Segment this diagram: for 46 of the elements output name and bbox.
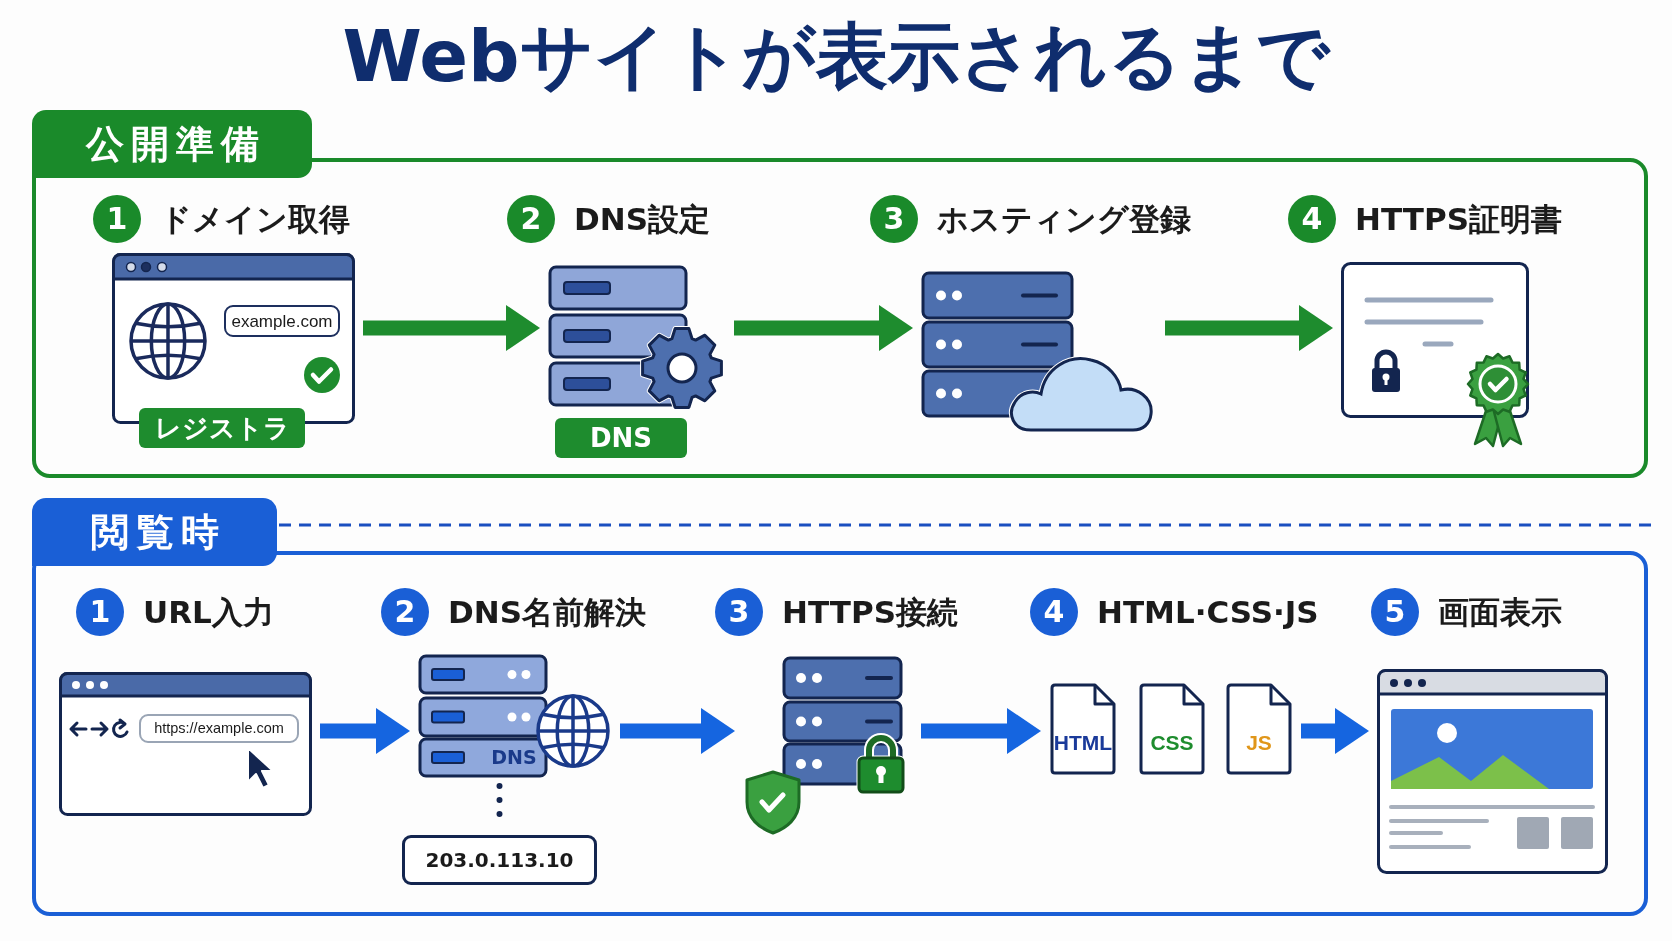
section-panel [32, 110, 1648, 478]
number-circle: 5 [1371, 588, 1419, 636]
arrow [320, 708, 410, 754]
title: Webサイトが表示されるまで [342, 14, 1330, 98]
section-panel [32, 498, 1648, 916]
number-circle: 4 [1288, 195, 1336, 243]
file-document [1138, 682, 1206, 775]
server-with-gear [548, 265, 726, 411]
step-title: HTTPS証明書 [1355, 201, 1562, 237]
number-circle: 2 [507, 195, 555, 243]
section-tab: 閲覧時 [32, 498, 277, 566]
server-label: DNS [490, 745, 538, 770]
number-circle: 1 [93, 195, 141, 243]
browser-window [59, 672, 312, 816]
file-type-label: HTML [1052, 729, 1114, 756]
arrow [921, 708, 1041, 754]
arrow [620, 708, 735, 754]
step-title: 画面表示 [1438, 594, 1562, 630]
file-document [1049, 682, 1117, 775]
server-with-globe [418, 654, 612, 778]
step-title: HTTPS接続 [782, 594, 958, 630]
step-title: ドメイン取得 [160, 201, 350, 237]
arrow [1301, 708, 1369, 754]
number-circle: 1 [76, 588, 124, 636]
label-tag: DNS [555, 418, 687, 458]
file-type-label: JS [1245, 729, 1273, 756]
web-page-window [1377, 669, 1608, 874]
file-type-label: CSS [1149, 729, 1195, 756]
number-circle: 3 [715, 588, 763, 636]
step-title: DNS設定 [574, 201, 710, 237]
file-document [1225, 682, 1293, 775]
number-circle: 2 [381, 588, 429, 636]
domain-box: example.com [224, 305, 340, 337]
label-tag: レジストラ [139, 408, 305, 448]
ip-address-box: 203.0.113.10 [402, 835, 597, 885]
step-title: URL入力 [143, 594, 274, 630]
step-title: HTML·CSS·JS [1097, 594, 1319, 630]
arrow [363, 305, 540, 351]
step-title: ホスティング登録 [937, 201, 1191, 237]
section-tab: 公開準備 [32, 110, 312, 178]
number-circle: 4 [1030, 588, 1078, 636]
number-circle: 3 [870, 195, 918, 243]
arrow [734, 305, 913, 351]
step-title: DNS名前解決 [448, 594, 646, 630]
arrow [1165, 305, 1333, 351]
address-bar: https://example.com [139, 714, 299, 743]
